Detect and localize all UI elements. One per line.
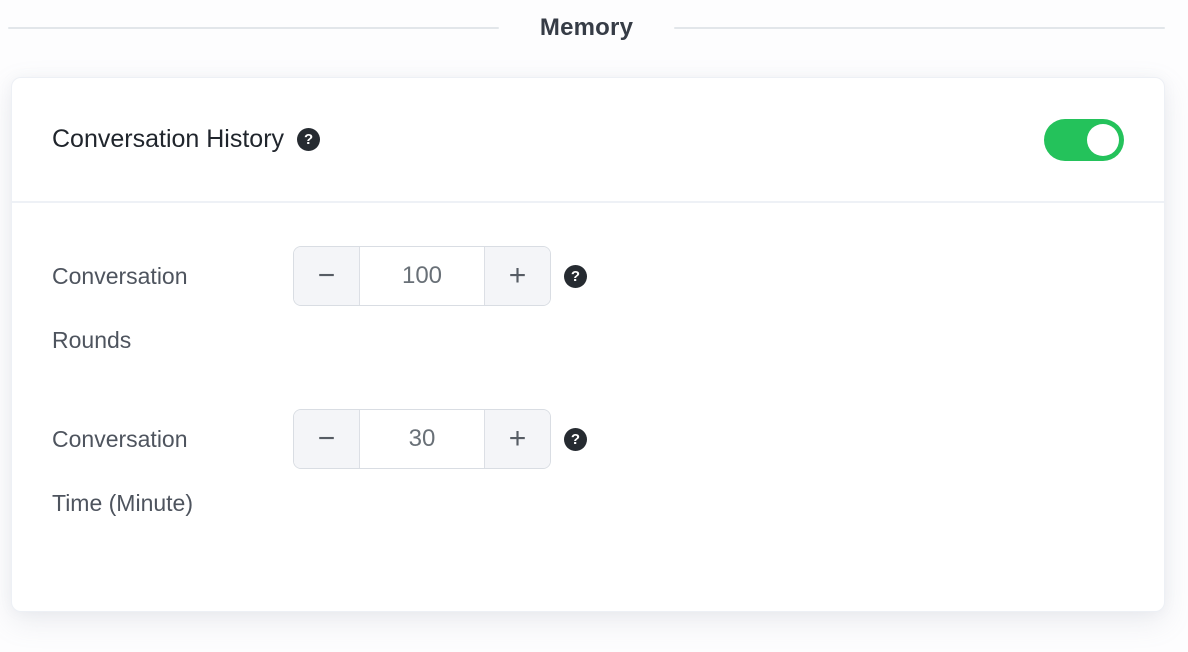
memory-settings-card: Conversation History ? Conversation Roun…	[11, 77, 1165, 612]
conversation-rounds-row: Conversation Rounds − + ?	[52, 246, 1124, 372]
conversation-history-label: Conversation History	[52, 125, 285, 153]
conversation-time-label: Conversation Time (Minute)	[52, 426, 193, 516]
memory-section-header: Memory	[0, 0, 1188, 56]
help-icon[interactable]: ?	[297, 128, 321, 151]
conversation-rounds-control: − + ?	[293, 246, 587, 306]
conversation-rounds-input[interactable]	[360, 247, 484, 305]
conversation-time-stepper: − +	[293, 409, 551, 469]
toggle-knob	[1087, 123, 1119, 156]
conversation-rounds-stepper: − +	[293, 246, 551, 306]
divider-line-left	[8, 27, 499, 29]
decrement-button[interactable]: −	[294, 247, 360, 305]
conversation-time-row: Conversation Time (Minute) − + ?	[52, 409, 1124, 535]
conversation-time-control: − + ?	[293, 409, 587, 469]
help-icon[interactable]: ?	[564, 427, 587, 451]
increment-button[interactable]: +	[484, 247, 550, 305]
help-icon[interactable]: ?	[564, 264, 587, 288]
conversation-time-input[interactable]	[360, 410, 484, 468]
conversation-history-label-group: Conversation History ?	[52, 125, 321, 154]
conversation-history-toggle[interactable]	[1044, 118, 1124, 161]
increment-button[interactable]: +	[484, 410, 550, 468]
conversation-rounds-label: Conversation Rounds	[52, 263, 188, 353]
conversation-history-row: Conversation History ?	[12, 78, 1164, 203]
section-title: Memory	[539, 14, 634, 41]
decrement-button[interactable]: −	[294, 410, 360, 468]
divider-line-right	[674, 27, 1166, 29]
memory-settings-body: Conversation Rounds − + ? Conversation T…	[12, 203, 1164, 535]
